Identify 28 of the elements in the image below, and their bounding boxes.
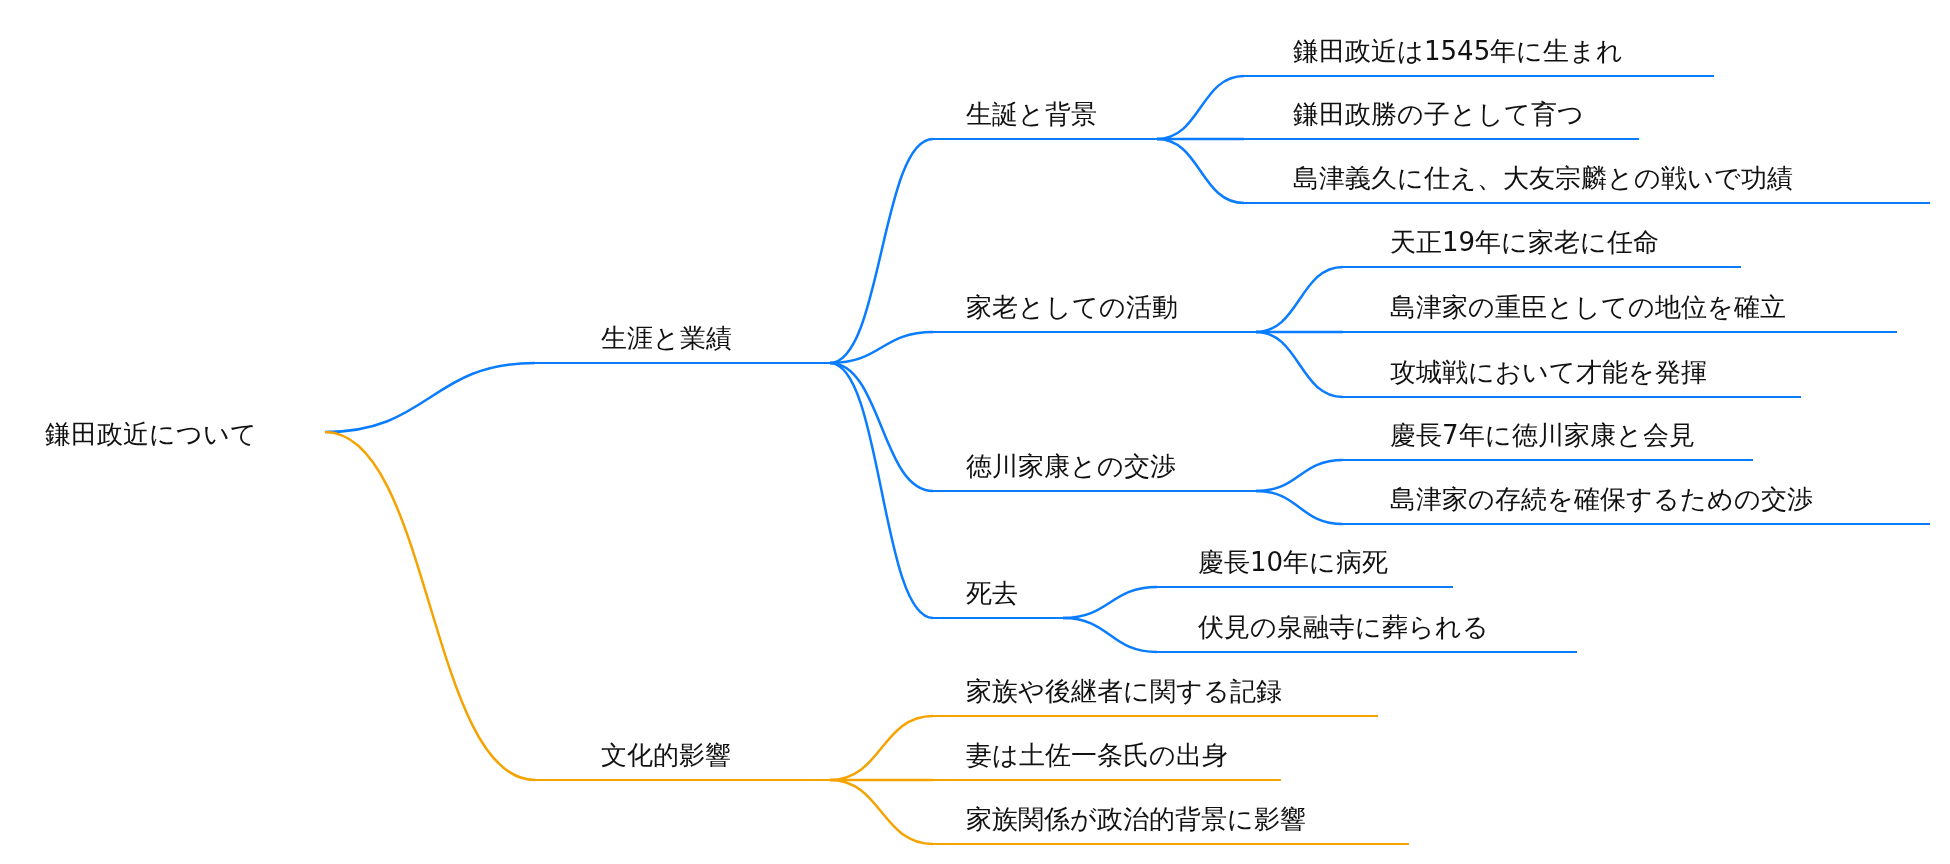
node-label: 死去	[966, 578, 1018, 608]
node-label: 徳川家康との交渉	[966, 451, 1176, 481]
node-label: 攻城戦において才能を発揮	[1390, 357, 1707, 387]
node-label: 慶長10年に病死	[1198, 547, 1389, 577]
node-label: 家族関係が政治的背景に影響	[966, 804, 1306, 834]
node-label: 生誕と背景	[966, 99, 1097, 129]
node-label: 文化的影響	[601, 740, 731, 770]
node-label: 伏見の泉融寺に葬られる	[1198, 612, 1489, 642]
branch-line	[1062, 616, 1158, 654]
branch-line	[1255, 330, 1344, 399]
node-label: 島津義久に仕え、大友宗麟との戦いで功績	[1293, 163, 1793, 193]
node-label: 島津家の存続を確保するための交渉	[1390, 484, 1813, 514]
node-label: 妻は土佐一条氏の出身	[966, 740, 1228, 770]
branch-line	[829, 137, 934, 365]
node-label: 慶長7年に徳川家康と会見	[1390, 420, 1695, 450]
branch-line	[324, 430, 536, 782]
node-label: 鎌田政近について	[45, 419, 257, 449]
branch-line	[1156, 137, 1245, 205]
node-label: 天正19年に家老に任命	[1390, 227, 1660, 257]
node-label: 鎌田政勝の子として育つ	[1293, 99, 1584, 129]
branch-line	[829, 778, 934, 846]
node-label: 家老としての活動	[966, 292, 1178, 322]
node-label: 鎌田政近は1545年に生まれ	[1293, 36, 1624, 66]
branch-line	[829, 361, 934, 620]
node-label: 生涯と業績	[601, 323, 732, 353]
node-label: 島津家の重臣としての地位を確立	[1390, 292, 1786, 322]
node-label: 家族や後継者に関する記録	[966, 676, 1282, 706]
branch-line	[1255, 489, 1344, 526]
